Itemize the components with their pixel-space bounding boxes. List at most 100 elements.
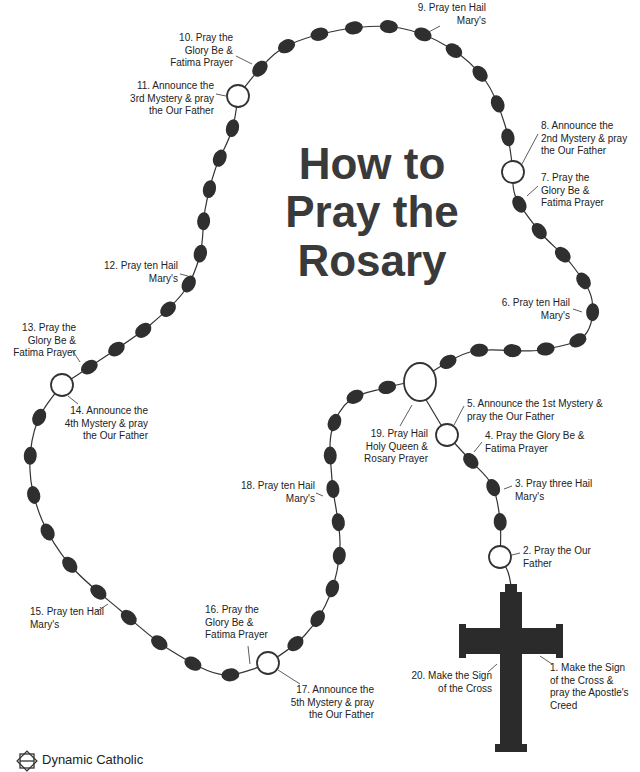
hail-mary-bead bbox=[157, 298, 179, 320]
leader-line bbox=[216, 94, 226, 96]
hail-mary-bead bbox=[224, 118, 241, 139]
step-label: 5. Announce the 1st Mystery & pray the O… bbox=[467, 398, 617, 423]
hail-mary-bead bbox=[284, 633, 306, 654]
hail-mary-bead bbox=[192, 243, 209, 264]
leader-line bbox=[180, 274, 188, 276]
leader-line bbox=[278, 670, 300, 684]
hail-mary-bead bbox=[509, 193, 529, 215]
hail-mary-bead bbox=[325, 479, 340, 499]
leader-line bbox=[400, 405, 412, 426]
hail-mary-bead bbox=[323, 578, 341, 599]
leader-line bbox=[68, 396, 78, 404]
hail-mary-bead bbox=[377, 379, 398, 396]
our-father-bead bbox=[227, 85, 249, 107]
hail-mary-bead bbox=[344, 20, 363, 35]
hail-mary-bead bbox=[148, 632, 170, 653]
hail-mary-bead bbox=[323, 446, 337, 465]
hail-mary-bead bbox=[344, 387, 366, 407]
our-father-bead bbox=[436, 424, 458, 446]
leader-line bbox=[527, 186, 538, 196]
step-label: 14. Announce the 4th Mystery & pray the … bbox=[58, 405, 148, 443]
hail-mary-bead bbox=[500, 127, 516, 147]
leader-line bbox=[573, 309, 582, 312]
hail-mary-bead bbox=[536, 341, 556, 357]
hail-mary-bead bbox=[118, 607, 140, 629]
hail-mary-bead bbox=[87, 581, 109, 603]
leader-line bbox=[454, 406, 464, 425]
hail-mary-bead bbox=[552, 244, 574, 266]
step-label: 15. Pray ten Hail Mary's bbox=[30, 606, 105, 631]
our-father-bead bbox=[51, 374, 73, 396]
hail-mary-bead bbox=[331, 512, 346, 532]
step-label: 19. Pray Hail Holy Queen & Rosary Prayer bbox=[350, 428, 428, 466]
leader-line bbox=[504, 486, 512, 489]
rosary-string bbox=[30, 26, 593, 675]
our-father-bead bbox=[489, 546, 511, 568]
hail-mary-bead bbox=[586, 303, 600, 322]
hail-mary-bead bbox=[182, 654, 204, 674]
hail-mary-bead bbox=[276, 36, 298, 56]
hail-mary-bead bbox=[484, 477, 503, 499]
logo-mark bbox=[20, 760, 34, 761]
step-label: 7. Pray the Glory Be & Fatima Prayer bbox=[541, 172, 611, 210]
step-label: 18. Pray ten Hail Mary's bbox=[235, 480, 315, 505]
hail-mary-bead bbox=[412, 25, 433, 44]
logo-mark bbox=[20, 754, 34, 768]
rosary-beads bbox=[23, 19, 599, 682]
step-label: 16. Pray the Glory Be & Fatima Prayer bbox=[205, 604, 280, 642]
hail-mary-bead bbox=[493, 512, 507, 531]
leader-line bbox=[248, 646, 250, 664]
hail-mary-bead bbox=[379, 19, 398, 33]
rosary-string bbox=[62, 96, 238, 385]
centerpiece bbox=[404, 363, 436, 401]
hail-mary-bead bbox=[307, 608, 328, 630]
hail-mary-bead bbox=[488, 93, 507, 115]
step-label: 1. Make the Sign of the Cross & pray the… bbox=[550, 662, 632, 712]
logo-mark bbox=[17, 751, 37, 771]
hail-mary-bead bbox=[469, 343, 488, 358]
step-label: 10. Pray the Glory Be & Fatima Prayer bbox=[163, 32, 233, 70]
hail-mary-bead bbox=[210, 147, 229, 169]
step-label: 4. Pray the Glory Be & Fatima Prayer bbox=[485, 430, 597, 455]
title: How to Pray the Rosary bbox=[262, 140, 482, 285]
leader-line bbox=[425, 26, 440, 34]
hail-mary-bead bbox=[179, 273, 199, 295]
hail-mary-bead bbox=[503, 344, 522, 358]
step-label: 3. Pray three Hail Mary's bbox=[515, 478, 595, 503]
hail-mary-bead bbox=[443, 40, 465, 61]
hail-mary-bead bbox=[196, 212, 210, 231]
step-label: 17. Announce the 5th Mystery & pray the … bbox=[284, 684, 374, 722]
hail-mary-bead bbox=[332, 546, 347, 565]
hail-mary-bead bbox=[325, 412, 344, 434]
hail-mary-bead bbox=[25, 485, 42, 506]
crucifix bbox=[459, 584, 563, 752]
step-label: 20. Make the Sign of the Cross bbox=[402, 670, 492, 695]
brand-name: Dynamic Catholic bbox=[42, 752, 192, 767]
step-label: 2. Pray the Our Father bbox=[523, 545, 593, 570]
hail-mary-bead bbox=[249, 58, 271, 80]
hail-mary-bead bbox=[573, 270, 594, 292]
hail-mary-bead bbox=[105, 339, 127, 360]
hail-mary-bead bbox=[529, 220, 550, 242]
hail-mary-bead bbox=[29, 406, 49, 428]
step-label: 12. Pray ten Hail Mary's bbox=[98, 260, 178, 285]
hail-mary-bead bbox=[23, 446, 37, 465]
hail-mary-bead bbox=[567, 330, 589, 350]
leader-line bbox=[474, 442, 482, 452]
hail-mary-bead bbox=[221, 668, 240, 683]
cross bbox=[459, 584, 563, 752]
leader-line bbox=[236, 56, 252, 64]
step-label: 8. Announce the 2nd Mystery & pray the O… bbox=[541, 120, 631, 158]
hail-mary-bead bbox=[38, 521, 58, 543]
hail-mary-bead bbox=[59, 554, 81, 576]
hail-mary-bead bbox=[469, 63, 491, 85]
our-father-bead bbox=[502, 161, 524, 183]
leader-line bbox=[522, 134, 538, 164]
hail-mary-bead bbox=[309, 26, 330, 43]
leader-lines bbox=[68, 26, 582, 684]
hail-mary-bead bbox=[78, 357, 100, 378]
leader-line bbox=[512, 553, 520, 555]
hail-mary-bead bbox=[460, 450, 482, 472]
step-label: 9. Pray ten Hail Mary's bbox=[406, 2, 486, 27]
